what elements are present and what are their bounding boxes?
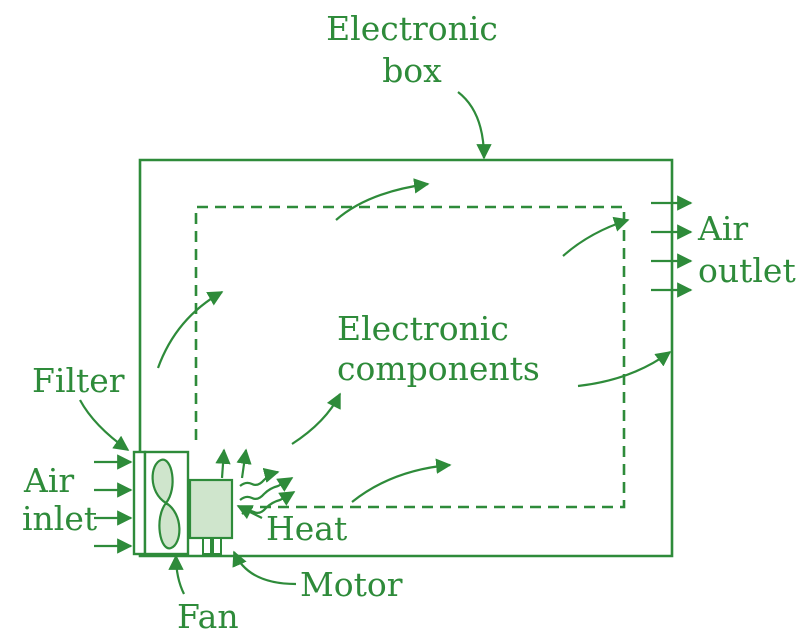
heat-arrow bbox=[236, 448, 252, 479]
air-outlet-label: Air bbox=[697, 209, 748, 248]
air-outlet-label: outlet bbox=[698, 251, 796, 290]
electronic-box-label: Electronic bbox=[326, 9, 498, 48]
heat-arrow bbox=[215, 448, 231, 479]
filter bbox=[132, 450, 147, 556]
fan-blade bbox=[151, 458, 174, 505]
fan-blade bbox=[158, 501, 181, 550]
electronic-box-leader bbox=[457, 91, 492, 160]
fan-label: Fan bbox=[177, 597, 239, 636]
motor-foot bbox=[202, 537, 212, 555]
airflow-arrow bbox=[156, 291, 224, 369]
airflow-arrow bbox=[577, 351, 672, 388]
electronic-components-label: components bbox=[337, 349, 540, 388]
motor-body bbox=[188, 478, 234, 540]
motor-label: Motor bbox=[300, 565, 403, 604]
heat-leader bbox=[236, 505, 263, 520]
heat-wavy-arrow bbox=[239, 467, 280, 487]
filter-label: Filter bbox=[32, 361, 125, 400]
motor-leader bbox=[232, 550, 297, 586]
heat-wavy-arrow bbox=[239, 477, 294, 501]
airflow-arrow bbox=[335, 178, 430, 221]
fan-leader bbox=[168, 554, 185, 595]
motor-foot bbox=[212, 537, 222, 555]
airflow-arrow bbox=[291, 392, 341, 445]
heat-label: Heat bbox=[266, 509, 347, 548]
filter-leader bbox=[79, 399, 130, 451]
electronic-components-label: Electronic bbox=[337, 309, 509, 348]
air-inlet-label: Air bbox=[23, 461, 74, 500]
electronic-components-region bbox=[194, 205, 626, 509]
air-inlet-label: inlet bbox=[22, 499, 97, 538]
airflow-arrow bbox=[351, 458, 452, 503]
electronic-box-label: box bbox=[382, 51, 442, 90]
airflow-arrow bbox=[562, 216, 630, 257]
